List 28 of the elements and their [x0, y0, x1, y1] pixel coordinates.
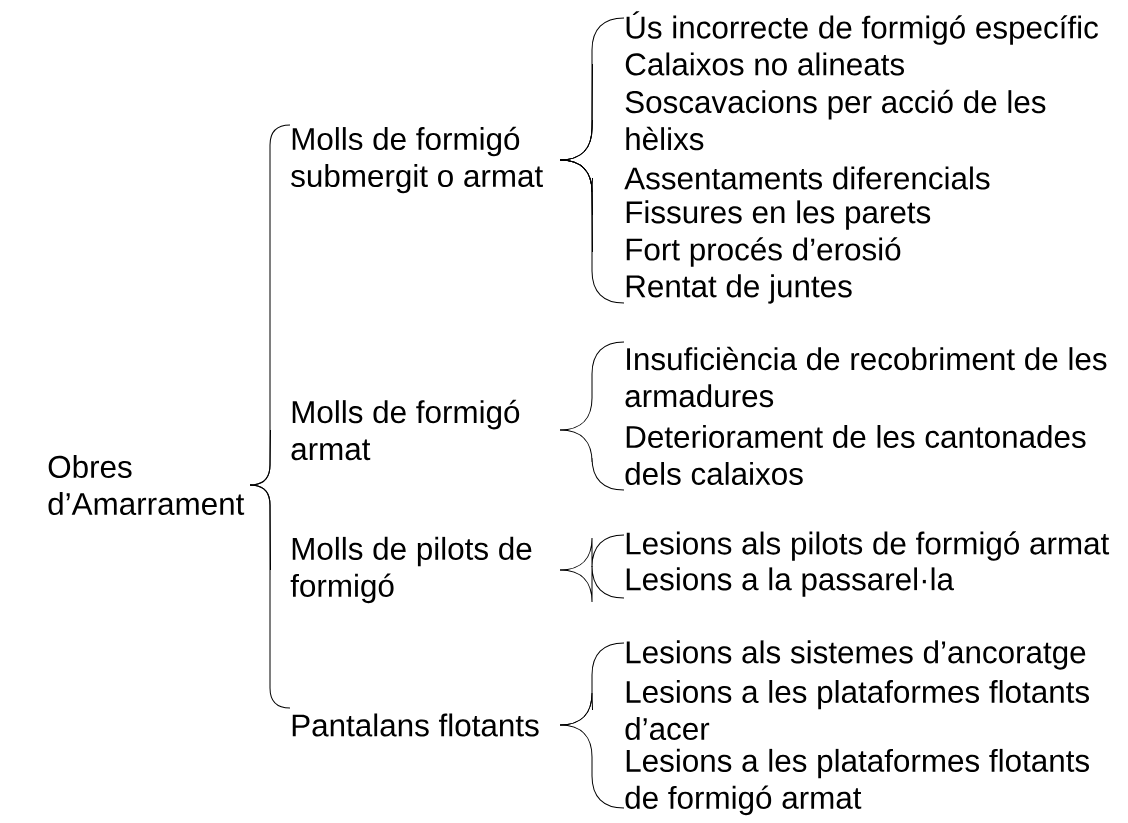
item-text: Rentat de juntes — [626, 274, 852, 304]
brace — [559, 341, 625, 431]
brace — [559, 429, 625, 491]
brace — [559, 724, 625, 809]
item-text: Lesions als sistemes d’ancoratge — [626, 640, 1086, 670]
item-text: Molls de formigó armat — [291, 399, 520, 461]
brace — [559, 119, 593, 161]
item-text: Pantalans flotants — [292, 713, 539, 737]
item-text: Molls de pilots de formigó — [290, 536, 532, 604]
brace — [559, 692, 593, 726]
brace — [559, 159, 625, 304]
item-text: Calaixos no alineats — [625, 52, 904, 76]
brace — [249, 484, 291, 709]
category-text: Obres d’Amarrament — [48, 454, 245, 516]
item-text: Fort procés d’erosió — [626, 237, 901, 267]
item-text: Ús incorrecte de formigó específic — [626, 11, 1098, 45]
item-text: Assentaments diferencials — [624, 166, 990, 190]
item-text: Molls de formigó submergit o armat — [291, 126, 543, 194]
item-text: Lesions a la passarel·la — [626, 567, 954, 597]
item-text: Insuficiència de recobriment de les armadures — [625, 346, 1107, 408]
brace — [559, 534, 625, 571]
item-text: Fissures en les parets — [626, 200, 931, 230]
item-text: Lesions a les plataformes flotants d’acer — [625, 680, 1089, 741]
item-text: Soscavacions per acció de les hèlixs — [625, 89, 1046, 151]
item-text: Lesions als pilots de formigó armat — [626, 531, 1110, 561]
brace — [559, 565, 625, 603]
item-text: Lesions a les plataformes flotants de formigó armat — [625, 748, 1089, 816]
item-text: Deteriorament de les cantonades dels calaixos — [625, 424, 1086, 486]
